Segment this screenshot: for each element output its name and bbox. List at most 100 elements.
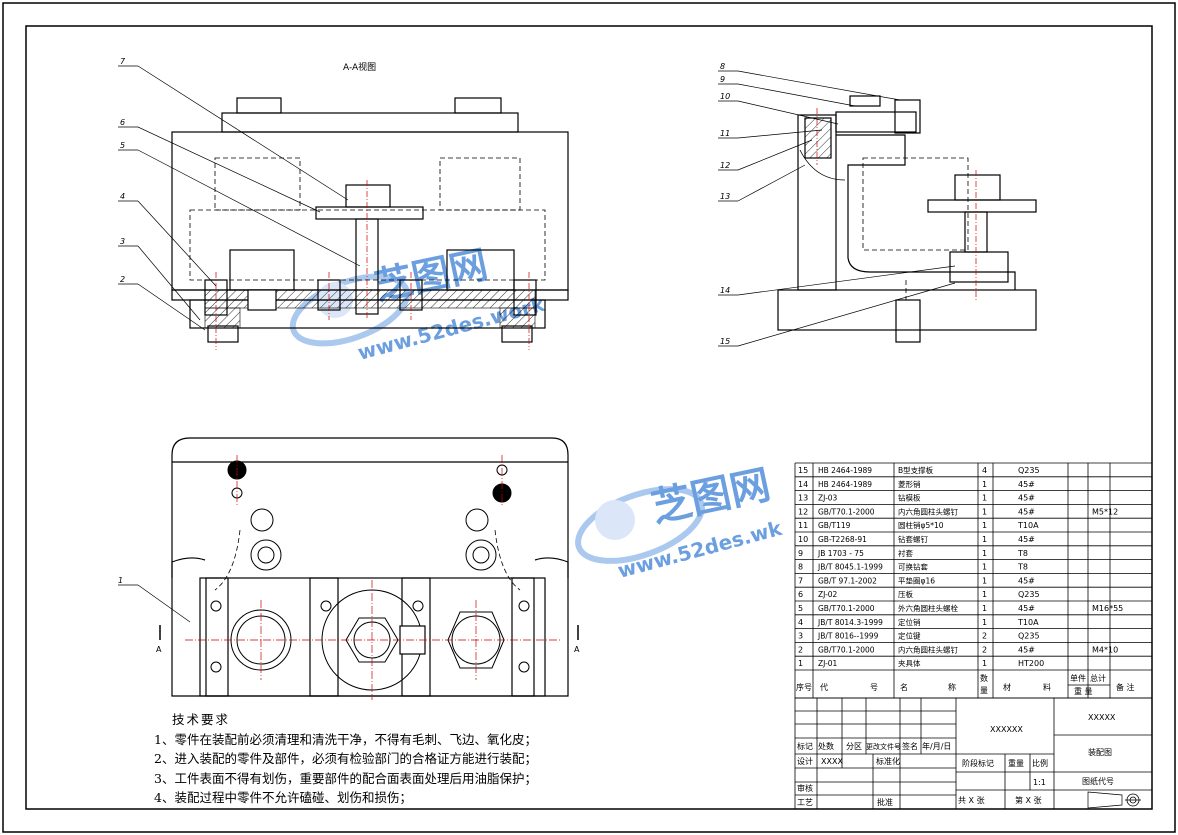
balloon-6: 6 (120, 118, 125, 127)
bom-cell: JB/T 8045.1-1999 (817, 563, 883, 572)
bom-cell: Q235 (1018, 466, 1040, 475)
section-hatching (204, 289, 536, 329)
bom-cell: 11 (798, 521, 808, 530)
bom-cell: 1 (982, 563, 987, 572)
bom-cell: 1 (982, 549, 987, 558)
bom-header: 序号 代 号 名 称 数 量 材 料 单件 总计 重 量 备 注 (796, 673, 1135, 696)
bom-cell: 8 (798, 563, 803, 572)
bom-cell: GB/T119 (818, 521, 851, 530)
bom-cell: 1 (982, 494, 987, 503)
tb-total-sheets: 共 X 张 (958, 796, 985, 805)
bom-cell: B型支撑板 (898, 465, 934, 475)
tb-mark: 标记 (797, 741, 813, 751)
bom-header-total: 总计 (1090, 673, 1106, 683)
bom-header-name-a: 名 (900, 682, 908, 692)
drawing-title: XXXXX (1088, 713, 1116, 722)
tb-check: 审核 (797, 783, 813, 793)
tb-scale-value: 1:1 (1033, 778, 1046, 787)
bom-header-qty-a: 数 (980, 673, 988, 683)
bom-cell: 1 (982, 590, 987, 599)
balloon-2: 2 (120, 275, 125, 284)
bom-cell: 定位销 (898, 617, 921, 627)
leaders-right (718, 70, 956, 347)
title-block (794, 697, 1153, 810)
bom-cell: 45# (1018, 645, 1035, 654)
balloon-9: 9 (720, 75, 725, 84)
bom-cell: 1 (982, 618, 987, 627)
bom-cell: 3 (798, 632, 803, 641)
watermark-bottom: 芝图网 www.52des.wk (575, 462, 785, 583)
bom-cell: 1 (982, 659, 987, 668)
bom-cell: 5 (798, 604, 803, 613)
drawing-number: 图纸代号 (1082, 776, 1114, 786)
side-view (777, 95, 1037, 343)
bom-cell: 13 (798, 494, 808, 503)
balloon-labels-left: 7 6 5 4 3 2 1 (118, 57, 126, 585)
company-name: XXXXXX (990, 725, 1023, 734)
balloon-13: 13 (720, 192, 730, 201)
bom-cell: 圆柱销φ5*10 (898, 520, 944, 530)
section-view-aa: A-A视图 (171, 61, 569, 350)
bom-cell: Q235 (1018, 590, 1040, 599)
tech-item-4: 4、装配过程中零件不允许磕碰、划伤和损伤； (154, 790, 412, 805)
bom-cell: 压板 (898, 589, 913, 599)
tb-sign: 签名 (902, 741, 918, 751)
bom-cell: ZJ-03 (818, 494, 838, 503)
bom-header-note: 备 注 (1116, 682, 1135, 692)
title-block-text: XXXXXX XXXXX 装配图 图纸代号 标记 处数 分区 更改文件号 签名 … (797, 713, 1116, 807)
bom-cell: GB/T 97.1-2002 (818, 576, 877, 585)
bom-cell: GB-T2268-91 (818, 535, 867, 544)
bom-header-mat-b: 料 (1043, 682, 1051, 692)
bom-cell: 45# (1018, 576, 1035, 585)
bom-cell: HB 2464-1989 (818, 466, 872, 475)
balloon-10: 10 (720, 92, 730, 101)
bom-cell: 45# (1018, 494, 1035, 503)
bom-cell: 45# (1018, 507, 1035, 516)
top-view (159, 437, 579, 700)
bom-cell: 1 (982, 507, 987, 516)
tb-std: 标准化 (876, 756, 900, 766)
balloon-15: 15 (720, 337, 730, 346)
bom-cell: JB 1703 - 75 (817, 549, 864, 558)
bom-cell: 4 (982, 466, 987, 475)
bom-cell: T10A (1017, 618, 1039, 627)
bom-cell: 1 (798, 659, 803, 668)
bom-cell: JB/T 8016--1999 (817, 632, 879, 641)
balloon-14: 14 (720, 286, 730, 295)
bom-cell: 钻模板 (898, 493, 921, 503)
bom-cell: 平垫圈φ16 (898, 575, 935, 585)
bom-cell: HT200 (1018, 659, 1044, 668)
bom-cell: T8 (1017, 549, 1028, 558)
bom-cell: ZJ-01 (818, 659, 838, 668)
bom-cell: 45# (1018, 604, 1035, 613)
balloon-7: 7 (120, 57, 126, 66)
bom-cell: 2 (982, 632, 987, 641)
bom-cell: M16*55 (1092, 604, 1123, 613)
bom-cell: Q235 (1018, 632, 1040, 641)
bom-cell: 钻套螺钉 (898, 534, 928, 544)
tb-stage: 阶段标记 (962, 758, 994, 768)
tech-item-2: 2、进入装配的零件及部件，必须有检验部门的合格证方能进行装配； (154, 751, 537, 766)
bom-cell: 2 (798, 645, 803, 654)
view-label: A-A视图 (343, 61, 376, 73)
balloon-1: 1 (118, 576, 123, 585)
bom-cell: ZJ-02 (818, 590, 838, 599)
bom-cell: JB/T 8014.3-1999 (817, 618, 883, 627)
tb-design: 设计 (797, 756, 813, 766)
bom-cell: 内六角圆柱头螺钉 (898, 506, 958, 516)
bom-cell: 1 (982, 604, 987, 613)
bom-cell: 15 (798, 466, 808, 475)
bom-cell: M5*12 (1092, 507, 1118, 516)
bom-header-seq: 序号 (796, 682, 812, 692)
bom-cell: M4*10 (1092, 645, 1118, 654)
tb-change-doc: 更改文件号 (866, 742, 901, 751)
bom-cell: 7 (798, 576, 803, 585)
balloon-12: 12 (720, 161, 730, 170)
balloon-11: 11 (720, 129, 730, 138)
tb-approve: 批准 (877, 797, 893, 807)
bom-cell: 内六角圆柱头螺钉 (898, 644, 958, 654)
